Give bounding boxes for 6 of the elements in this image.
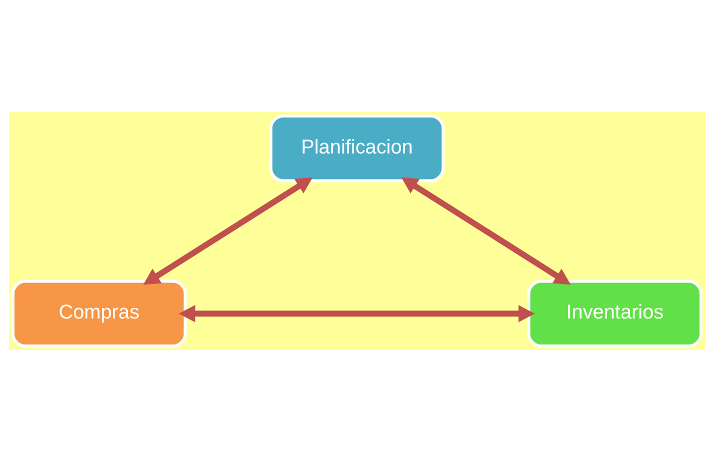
node-box: Compras xyxy=(11,280,187,348)
arrow xyxy=(178,305,535,322)
arrow xyxy=(401,177,571,285)
node-box: Inventarios xyxy=(527,280,703,348)
node-box: Planificacion xyxy=(269,114,445,182)
arrow xyxy=(143,177,313,285)
